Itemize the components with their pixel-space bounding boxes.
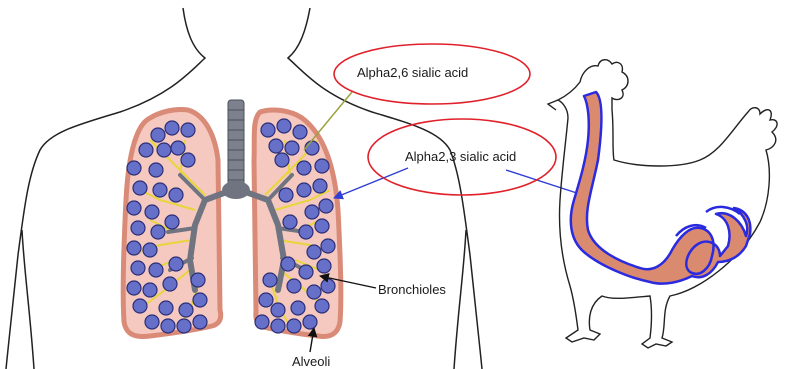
alveolus-icon — [127, 161, 141, 175]
alveolus-icon — [177, 319, 191, 333]
alveolus-icon — [255, 315, 269, 329]
alveolus-icon — [287, 319, 301, 333]
alveolus-icon — [131, 221, 145, 235]
alveolus-icon — [275, 153, 289, 167]
alpha26-label: Alpha2,6 sialic acid — [357, 66, 468, 79]
alveolus-icon — [287, 279, 301, 293]
alveolus-icon — [171, 141, 185, 155]
chicken-respiratory-tract-icon — [571, 92, 751, 284]
alveolus-icon — [145, 205, 159, 219]
alveolus-icon — [285, 141, 299, 155]
alveolus-icon — [127, 241, 141, 255]
alveolus-icon — [165, 215, 179, 229]
alveolus-icon — [307, 285, 321, 299]
alveolus-icon — [163, 277, 177, 291]
alveolus-icon — [315, 219, 329, 233]
alveolus-icon — [263, 273, 277, 287]
alveolus-icon — [181, 153, 195, 167]
alveoli-label: Alveoli — [292, 355, 330, 368]
alveolus-icon — [279, 188, 293, 202]
alveolus-icon — [149, 163, 163, 177]
trachea-icon — [222, 100, 250, 199]
alveolus-icon — [297, 161, 311, 175]
alveolus-icon — [161, 319, 175, 333]
alveolus-icon — [303, 315, 317, 329]
alveolus-icon — [133, 181, 147, 195]
alveolus-icon — [157, 143, 171, 157]
alveolus-icon — [165, 121, 179, 135]
alveolus-icon — [297, 183, 311, 197]
alveolus-icon — [321, 239, 335, 253]
alveolus-icon — [271, 303, 285, 317]
alveolus-icon — [159, 301, 173, 315]
alveolus-icon — [259, 293, 273, 307]
alveolus-icon — [139, 143, 153, 157]
alveolus-icon — [151, 128, 165, 142]
alveolus-icon — [271, 319, 285, 333]
alveolus-icon — [283, 215, 297, 229]
alveolus-icon — [299, 225, 313, 239]
bronchioles-label: Bronchioles — [378, 283, 446, 296]
alveolus-icon — [277, 119, 291, 133]
alveolus-icon — [293, 125, 307, 139]
alveolus-icon — [143, 283, 157, 297]
alveolus-icon — [143, 243, 157, 257]
alveolus-icon — [315, 159, 329, 173]
alveolus-icon — [305, 205, 319, 219]
alveolus-icon — [261, 123, 275, 137]
alveolus-icon — [179, 303, 193, 317]
alpha23-arrow-to-lung — [334, 168, 408, 198]
alveolus-icon — [149, 263, 163, 277]
alveolus-icon — [131, 261, 145, 275]
alveolus-icon — [315, 299, 329, 313]
alveolus-icon — [181, 123, 195, 137]
alveolus-icon — [299, 265, 313, 279]
alpha26-pointer-line — [304, 92, 352, 150]
alveolus-icon — [145, 315, 159, 329]
alveolus-icon — [151, 225, 165, 239]
alveolus-icon — [191, 273, 205, 287]
alpha23-label: Alpha2,3 sialic acid — [405, 150, 516, 163]
alveolus-icon — [305, 141, 319, 155]
alveolus-icon — [307, 245, 321, 259]
alveolus-icon — [313, 179, 327, 193]
alveolus-icon — [133, 299, 147, 313]
alveolus-icon — [317, 259, 331, 273]
alveolus-icon — [193, 293, 207, 307]
alveolus-icon — [281, 257, 295, 271]
alveolus-icon — [169, 188, 183, 202]
alveolus-icon — [321, 279, 335, 293]
alveolus-icon — [127, 281, 141, 295]
alveolus-icon — [169, 257, 183, 271]
alveolus-icon — [127, 201, 141, 215]
alveolus-icon — [153, 183, 167, 197]
alveolus-icon — [269, 139, 283, 153]
alveolus-icon — [291, 301, 305, 315]
alveolus-icon — [319, 199, 333, 213]
alveolus-icon — [193, 315, 207, 329]
